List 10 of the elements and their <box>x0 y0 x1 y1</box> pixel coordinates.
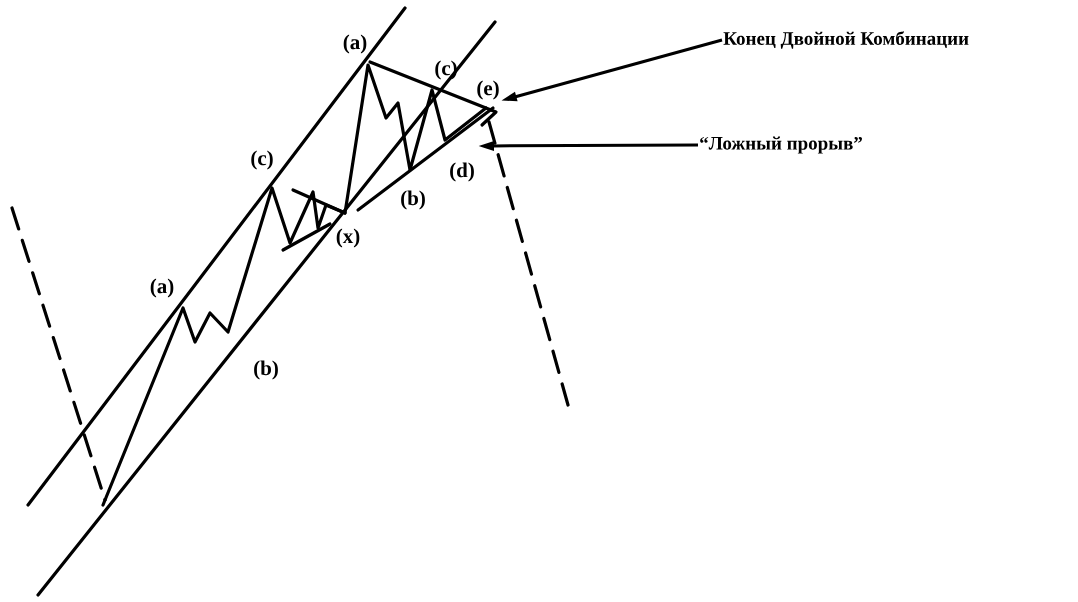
wave-label: (e) <box>477 80 499 100</box>
wave-label: (b) <box>401 190 425 210</box>
wave-label: (d) <box>450 162 474 182</box>
wave-label: (b) <box>254 360 278 380</box>
wave-label: (a) <box>150 278 174 298</box>
callout-text: Конец Двойной Комбинации <box>723 31 969 49</box>
callout-text: “Ложный прорыв” <box>700 136 862 154</box>
wave-label: (x) <box>336 228 360 248</box>
wave-label: (c) <box>251 150 273 170</box>
wave-label: (a) <box>343 34 367 54</box>
